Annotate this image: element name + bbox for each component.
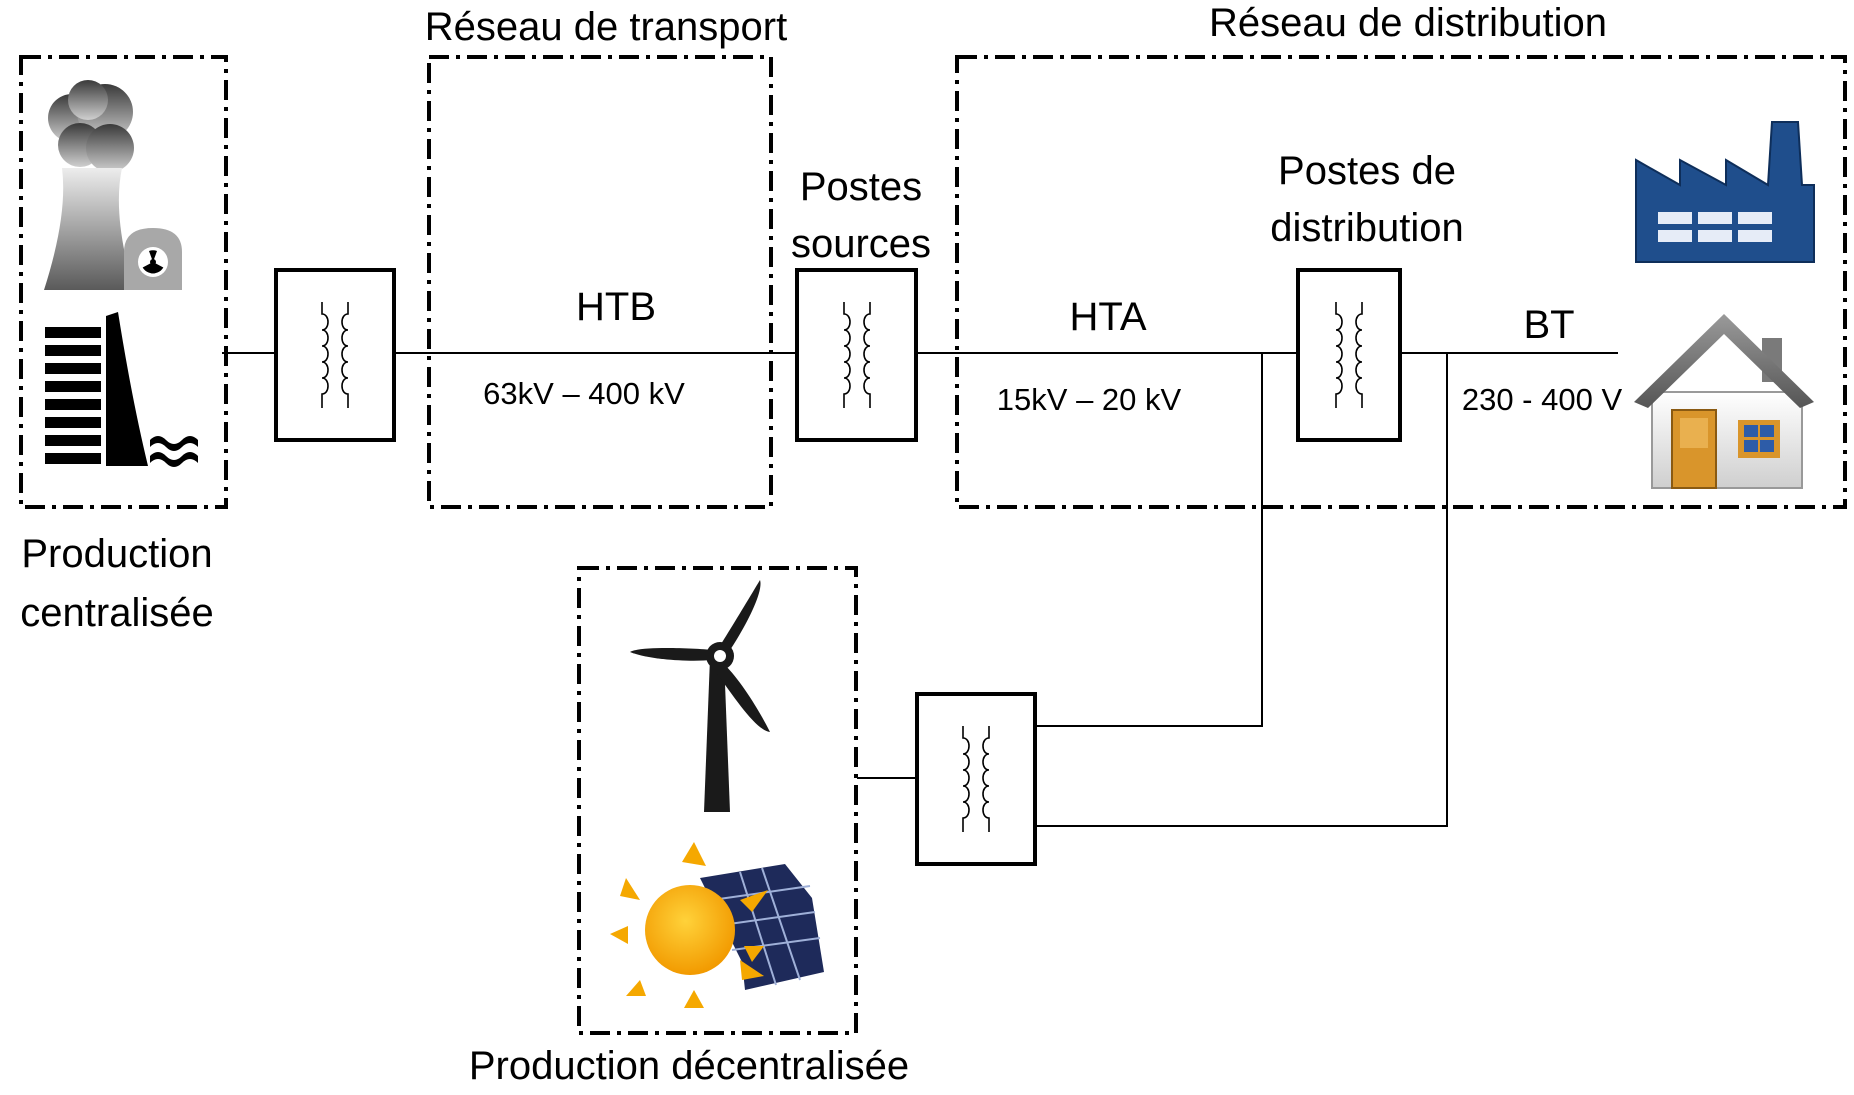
wire-bt-to-decentralised xyxy=(1034,353,1448,827)
label-production-centralisee-line1: Production xyxy=(21,532,212,576)
wire-hta-to-decentralised xyxy=(1034,353,1263,727)
label-hta-range: 15kV – 20 kV xyxy=(997,382,1182,417)
label-postes-sources-line1: Postes xyxy=(800,165,922,209)
factory-icon xyxy=(1635,121,1815,263)
label-hta: HTA xyxy=(1069,295,1146,339)
hydro-dam-icon xyxy=(45,312,198,467)
connection-lines xyxy=(222,352,1618,827)
transformer-icon xyxy=(274,268,396,442)
transformer-icon xyxy=(915,692,1037,866)
transformer-icon xyxy=(795,268,918,442)
label-bt: BT xyxy=(1523,303,1574,347)
label-postes-sources-line2: sources xyxy=(791,222,931,266)
frame-reseau-distribution xyxy=(955,55,1847,509)
frame-reseau-transport xyxy=(427,55,773,509)
label-reseau-distribution: Réseau de distribution xyxy=(1209,1,1607,45)
wind-turbine-icon xyxy=(630,580,770,812)
house-icon xyxy=(1634,314,1814,489)
frame-production-decentralisee xyxy=(577,566,858,1035)
label-production-centralisee-line2: centralisée xyxy=(20,591,213,635)
label-htb: HTB xyxy=(576,285,656,329)
transformer-icon xyxy=(1296,268,1402,442)
label-production-decentralisee: Production décentralisée xyxy=(469,1044,909,1088)
nuclear-plant-icon xyxy=(44,80,182,290)
label-reseau-transport: Réseau de transport xyxy=(425,5,787,49)
solar-panel-icon xyxy=(610,842,824,1008)
label-postes-distribution-line2: distribution xyxy=(1270,206,1463,250)
label-htb-range: 63kV – 400 kV xyxy=(483,376,685,411)
frame-production-centralisee xyxy=(19,55,228,509)
label-bt-range: 230 - 400 V xyxy=(1462,382,1623,417)
label-postes-distribution-line1: Postes de xyxy=(1278,149,1456,193)
